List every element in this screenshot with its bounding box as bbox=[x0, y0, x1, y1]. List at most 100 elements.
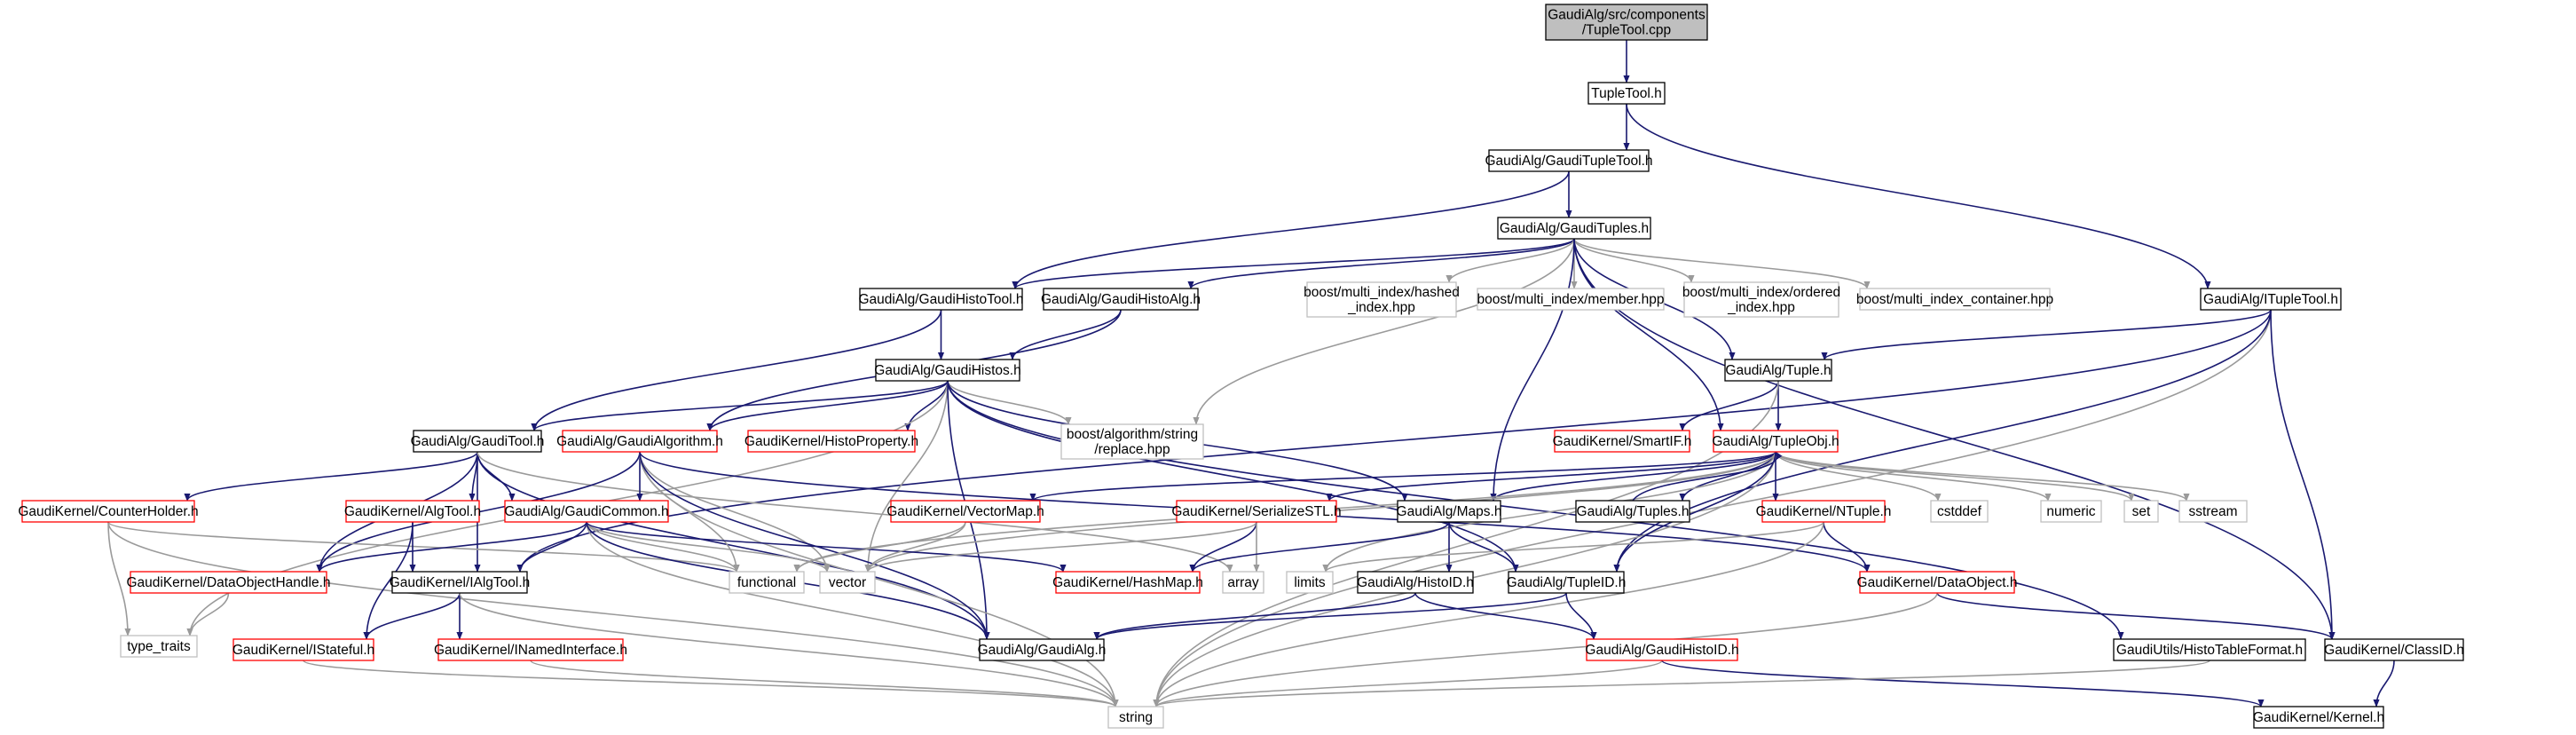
edge-ntuple-to-dataobject bbox=[1823, 521, 1871, 573]
node-label-smartif: GaudiKernel/SmartIF.h bbox=[1553, 434, 1692, 449]
node-tupletool[interactable]: TupleTool.h bbox=[1587, 82, 1666, 105]
edge-ituptool-to-string bbox=[1153, 309, 2272, 707]
node-classid[interactable]: GaudiKernel/ClassID.h bbox=[2324, 638, 2464, 661]
node-label-ntuple: GaudiKernel/NTuple.h bbox=[1756, 504, 1892, 519]
node-gaudihistotool[interactable]: GaudiAlg/GaudiHistoTool.h bbox=[858, 288, 1024, 311]
node-root[interactable]: GaudiAlg/src/components/TupleTool.cpp bbox=[1545, 4, 1708, 41]
node-vectormap[interactable]: GaudiKernel/VectorMap.h bbox=[886, 500, 1044, 523]
node-label-tupleobj: GaudiAlg/TupleObj.h bbox=[1712, 434, 1839, 449]
node-gaudialg[interactable]: GaudiAlg/GaudiAlg.h bbox=[978, 638, 1107, 661]
node-box-dataobject bbox=[1859, 571, 2015, 594]
node-ntuple[interactable]: GaudiKernel/NTuple.h bbox=[1756, 500, 1892, 523]
node-tuple[interactable]: GaudiAlg/Tuple.h bbox=[1724, 359, 1832, 382]
node-type_traits[interactable]: type_traits bbox=[120, 635, 198, 658]
node-gaudialgorithm[interactable]: GaudiAlg/GaudiAlgorithm.h bbox=[556, 430, 723, 453]
node-label-tuple: GaudiAlg/Tuple.h bbox=[1725, 363, 1831, 378]
edge-gaudituples-to-gaudihistoalg bbox=[1187, 238, 1575, 289]
node-label-set: set bbox=[2132, 504, 2151, 519]
node-histoproperty[interactable]: GaudiKernel/HistoProperty.h bbox=[744, 430, 918, 453]
node-histotableformat[interactable]: GaudiUtils/HistoTableFormat.h bbox=[2113, 638, 2306, 661]
node-vector[interactable]: vector bbox=[819, 571, 876, 594]
edge-serializestl-to-vector bbox=[864, 521, 1257, 573]
node-counterholder[interactable]: GaudiKernel/CounterHolder.h bbox=[18, 500, 199, 523]
node-label-classid: GaudiKernel/ClassID.h bbox=[2324, 643, 2464, 658]
node-array[interactable]: array bbox=[1222, 571, 1264, 594]
node-gaudihistoid[interactable]: GaudiAlg/GaudiHistoID.h bbox=[1585, 638, 1739, 661]
node-gauditool[interactable]: GaudiAlg/GaudiTool.h bbox=[411, 430, 545, 453]
node-bmi_ordered[interactable]: boost/multi_index/ordered_index.hpp bbox=[1682, 281, 1840, 318]
node-box-tupleid bbox=[1508, 571, 1625, 594]
node-gaudihistos[interactable]: GaudiAlg/GaudiHistos.h bbox=[874, 359, 1021, 382]
edge-tupleobj-to-tuples bbox=[1679, 451, 1776, 502]
node-histoid[interactable]: GaudiAlg/HistoID.h bbox=[1357, 571, 1474, 594]
node-label-maps: GaudiAlg/Maps.h bbox=[1397, 504, 1502, 519]
node-label-vector: vector bbox=[829, 575, 866, 590]
node-cstddef[interactable]: cstddef bbox=[1930, 500, 1989, 523]
node-box-type_traits bbox=[120, 635, 198, 658]
node-tuples[interactable]: GaudiAlg/Tuples.h bbox=[1575, 500, 1690, 523]
node-box-limits bbox=[1286, 571, 1334, 594]
node-dataobject[interactable]: GaudiKernel/DataObject.h bbox=[1857, 571, 2018, 594]
node-label-kernel: GaudiKernel/Kernel.h bbox=[2253, 710, 2384, 725]
node-istateful[interactable]: GaudiKernel/IStateful.h bbox=[232, 638, 374, 661]
edge-histoid-to-gaudialg bbox=[1093, 592, 1416, 640]
edge-tupleid-to-gaudihistoid bbox=[1565, 592, 1597, 640]
node-hashmap[interactable]: GaudiKernel/HashMap.h bbox=[1052, 571, 1203, 594]
node-tupleid[interactable]: GaudiAlg/TupleID.h bbox=[1507, 571, 1627, 594]
node-numeric[interactable]: numeric bbox=[2040, 500, 2102, 523]
node-bmi_hashed[interactable]: boost/multi_index/hashed_index.hpp bbox=[1304, 281, 1460, 318]
node-box-string bbox=[1107, 706, 1164, 729]
node-box-gauditupletool bbox=[1488, 149, 1650, 172]
node-bmi_container[interactable]: boost/multi_index_container.hpp bbox=[1856, 288, 2053, 311]
node-label-gaudialg: GaudiAlg/GaudiAlg.h bbox=[978, 643, 1107, 658]
node-box-tuple bbox=[1724, 359, 1832, 382]
node-dataobjecthandle[interactable]: GaudiKernel/DataObjectHandle.h bbox=[126, 571, 331, 594]
node-label-serializestl: GaudiKernel/SerializeSTL.h bbox=[1171, 504, 1341, 519]
node-string[interactable]: string bbox=[1107, 706, 1164, 729]
node-label-string: string bbox=[1119, 710, 1153, 725]
edge-tupleobj-to-serializestl bbox=[1326, 451, 1776, 502]
node-box-gaudituples bbox=[1497, 217, 1651, 240]
node-kernel[interactable]: GaudiKernel/Kernel.h bbox=[2253, 706, 2384, 729]
node-box-histoproperty bbox=[747, 430, 916, 453]
edge-gaudicommon-to-hashmap bbox=[586, 521, 1067, 573]
edge-gaudicommon-to-vector bbox=[586, 521, 831, 573]
node-box-ntuple bbox=[1761, 500, 1886, 523]
node-bmi_member[interactable]: boost/multi_index/member.hpp bbox=[1477, 288, 1665, 311]
node-box-serializestl bbox=[1176, 500, 1337, 523]
node-label-type_traits: type_traits bbox=[127, 639, 191, 654]
edge-tuple-to-smartif bbox=[1679, 380, 1779, 431]
node-ialgtool[interactable]: GaudiKernel/IAlgTool.h bbox=[390, 571, 531, 594]
edge-ntuple-to-limits bbox=[1322, 521, 1824, 573]
node-boost_replace[interactable]: boost/algorithm/string/replace.hpp bbox=[1060, 423, 1204, 460]
node-box-smartif bbox=[1554, 430, 1690, 453]
node-sstream[interactable]: sstream bbox=[2178, 500, 2248, 523]
node-box-tuples bbox=[1575, 500, 1690, 523]
edge-gaudicommon-to-ialgtool bbox=[516, 521, 587, 573]
node-box-functional bbox=[729, 571, 805, 594]
node-gauditupletool[interactable]: GaudiAlg/GaudiTupleTool.h bbox=[1485, 149, 1653, 172]
node-inamedinterface[interactable]: GaudiKernel/INamedInterface.h bbox=[434, 638, 627, 661]
edge-counterholder-to-functional bbox=[107, 521, 740, 573]
node-algtool[interactable]: GaudiKernel/AlgTool.h bbox=[344, 500, 481, 523]
node-set[interactable]: set bbox=[2123, 500, 2159, 523]
node-serializestl[interactable]: GaudiKernel/SerializeSTL.h bbox=[1171, 500, 1342, 523]
node-box-dataobjecthandle bbox=[130, 571, 327, 594]
edge-gaudituples-to-bmi_container bbox=[1573, 238, 1871, 289]
node-smartif[interactable]: GaudiKernel/SmartIF.h bbox=[1553, 430, 1692, 453]
edge-gaudihistos-to-boost_replace bbox=[947, 380, 1072, 425]
node-gaudihistoalg[interactable]: GaudiAlg/GaudiHistoAlg.h bbox=[1041, 288, 1201, 311]
node-box-tupletool bbox=[1587, 82, 1666, 105]
node-gaudicommon[interactable]: GaudiAlg/GaudiCommon.h bbox=[504, 500, 669, 523]
node-gaudituples[interactable]: GaudiAlg/GaudiTuples.h bbox=[1497, 217, 1651, 240]
edge-vectormap-to-functional bbox=[793, 521, 966, 573]
node-tupleobj[interactable]: GaudiAlg/TupleObj.h bbox=[1712, 430, 1839, 453]
node-ituptool[interactable]: GaudiAlg/ITupleTool.h bbox=[2200, 288, 2342, 311]
node-box-istateful bbox=[232, 638, 374, 661]
node-label-dataobjecthandle: GaudiKernel/DataObjectHandle.h bbox=[126, 575, 330, 590]
edge-tupletool-to-ituptool bbox=[1626, 103, 2211, 289]
node-limits[interactable]: limits bbox=[1286, 571, 1334, 594]
edge-gaudihistotool-to-gauditool bbox=[531, 309, 942, 431]
node-maps[interactable]: GaudiAlg/Maps.h bbox=[1397, 500, 1502, 523]
node-functional[interactable]: functional bbox=[729, 571, 805, 594]
